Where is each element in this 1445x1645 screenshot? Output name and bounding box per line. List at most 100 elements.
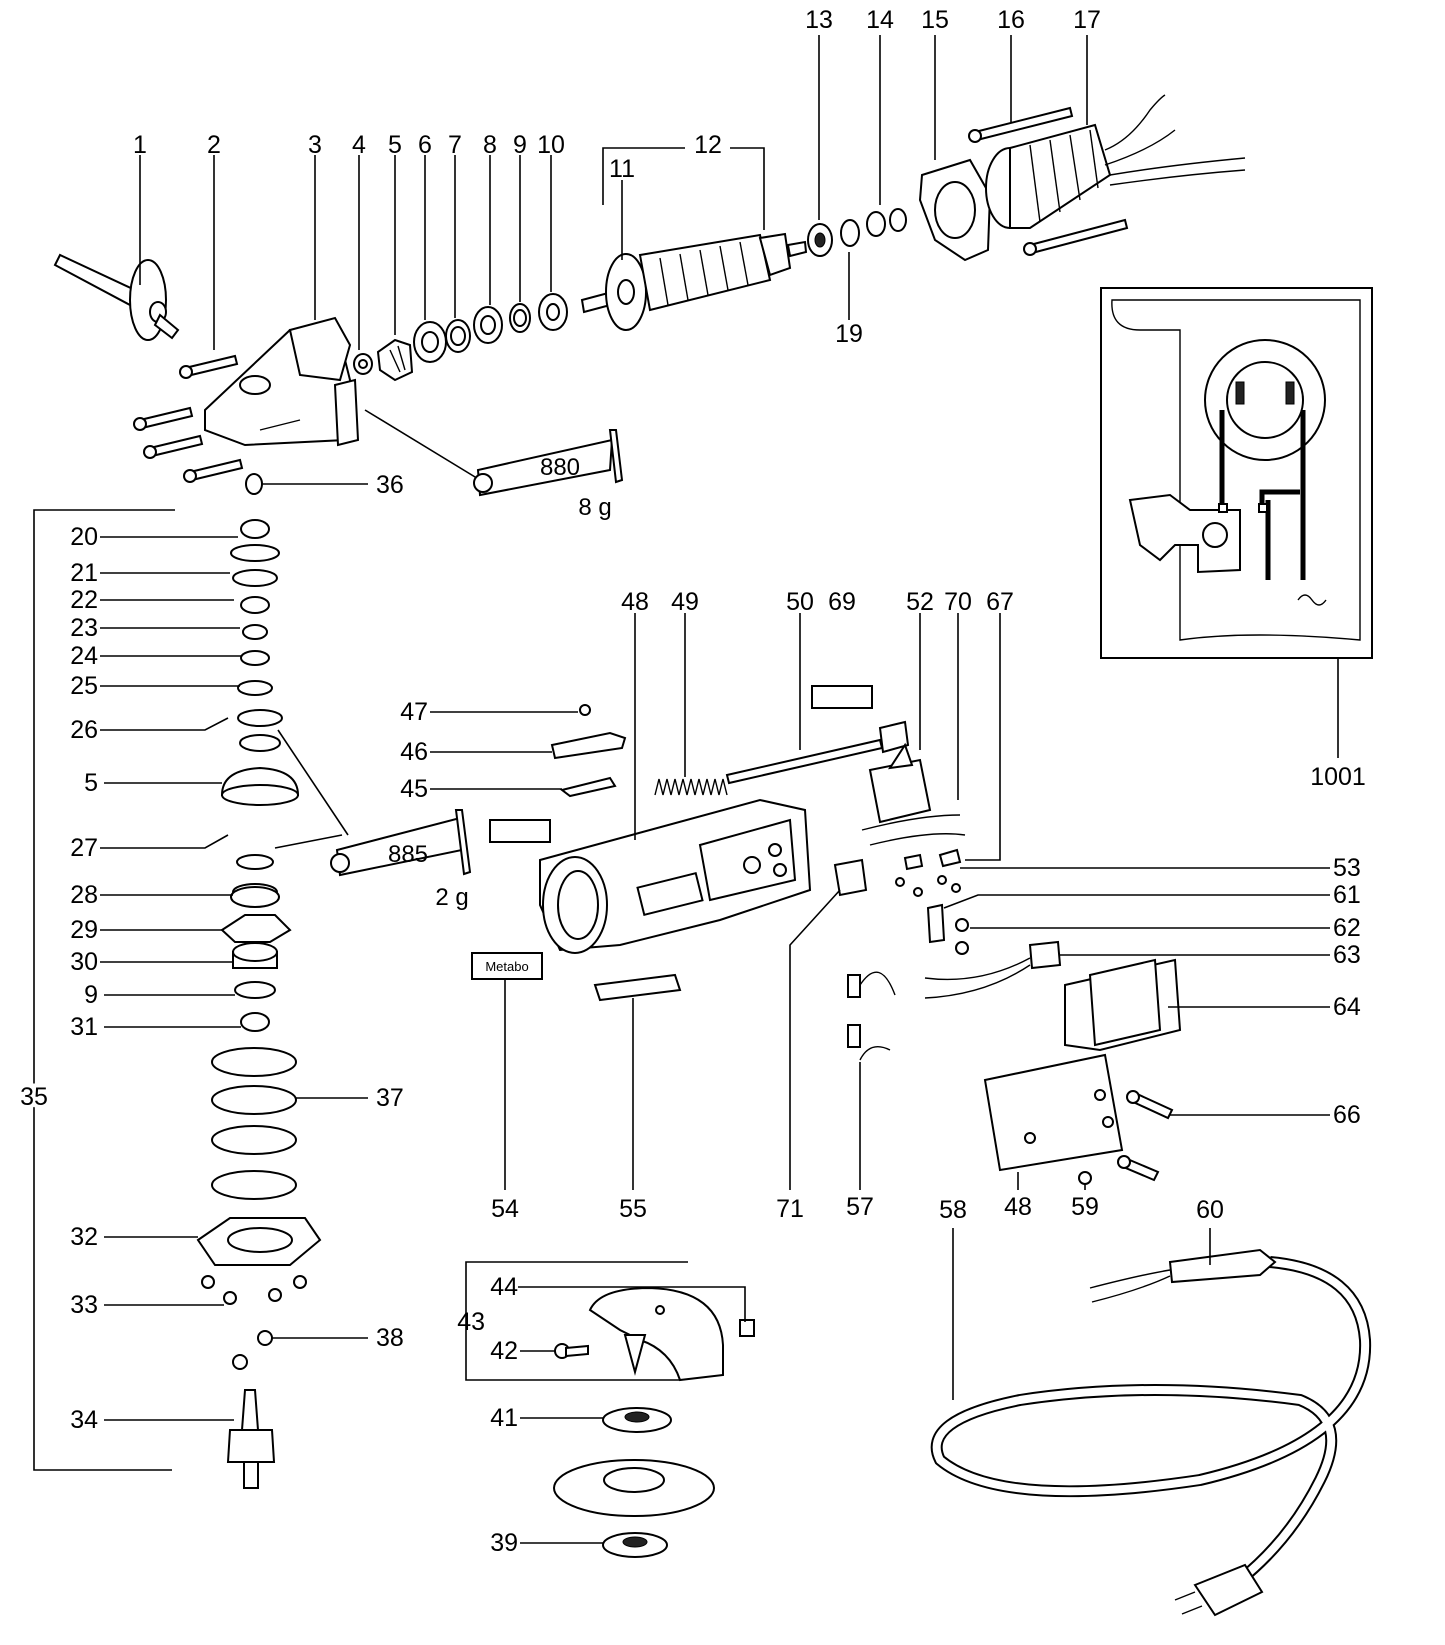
label-22: 22 — [70, 586, 98, 614]
label-63: 63 — [1333, 941, 1361, 969]
label-54: 54 — [491, 1195, 519, 1223]
side-handle-part — [53, 253, 180, 341]
spacer-part — [245, 473, 263, 495]
label-71: 71 — [776, 1195, 804, 1223]
label-36: 36 — [376, 471, 404, 499]
label-52: 52 — [906, 588, 934, 616]
label-43: 43 — [457, 1308, 485, 1336]
label-58: 58 — [939, 1196, 967, 1224]
label-12: 12 — [694, 131, 722, 159]
label-49: 49 — [671, 588, 699, 616]
connector-part — [833, 858, 868, 897]
label-10: 10 — [537, 131, 565, 159]
brush-pair-part — [847, 971, 896, 1061]
label-44: 44 — [490, 1273, 518, 1301]
bevel-gear-part — [376, 338, 414, 382]
armature-part — [580, 232, 808, 331]
tube-880-amount: 8 g — [578, 494, 611, 521]
switch-part — [861, 742, 966, 846]
bearings-washers-part — [413, 293, 568, 363]
gear-housing-part — [204, 316, 360, 447]
label-69: 69 — [828, 588, 856, 616]
label-32: 32 — [70, 1223, 98, 1251]
grease-tube-880: 880 8 g — [473, 429, 624, 521]
label-41: 41 — [490, 1404, 518, 1432]
label-27: 27 — [70, 834, 98, 862]
label-26: 26 — [70, 716, 98, 744]
label-70: 70 — [944, 588, 972, 616]
power-cord-part — [930, 1248, 1372, 1617]
field-stator-part — [968, 94, 1246, 256]
screws-part — [133, 354, 244, 483]
label-57: 57 — [846, 1193, 874, 1221]
label-23: 23 — [70, 614, 98, 642]
label-13: 13 — [805, 6, 833, 34]
label-33: 33 — [70, 1291, 98, 1319]
flange-part — [602, 1407, 672, 1433]
label-34: 34 — [70, 1406, 98, 1434]
label-55: 55 — [619, 1195, 647, 1223]
label-66: 66 — [1333, 1101, 1361, 1129]
label-39: 39 — [490, 1529, 518, 1557]
handle-cover-part — [983, 1053, 1124, 1172]
nut-part — [353, 353, 373, 375]
label-38: 38 — [376, 1324, 404, 1352]
label-14: 14 — [866, 6, 894, 34]
label-8: 8 — [483, 131, 497, 159]
label-28: 28 — [70, 881, 98, 909]
label-45: 45 — [400, 775, 428, 803]
label-47: 47 — [400, 698, 428, 726]
label-19: 19 — [835, 320, 863, 348]
tube-885-code: 885 — [388, 841, 428, 868]
terminals-part — [895, 848, 969, 955]
label-59: 59 — [1071, 1193, 1099, 1221]
label-25: 25 — [70, 672, 98, 700]
label-9-top: 9 — [513, 131, 527, 159]
label-5-top: 5 — [388, 131, 402, 159]
label-46: 46 — [400, 738, 428, 766]
label-2: 2 — [207, 131, 221, 159]
label-16: 16 — [997, 6, 1025, 34]
wiring-diagram-box — [1100, 287, 1373, 659]
label-11: 11 — [609, 155, 635, 183]
label-64: 64 — [1333, 993, 1361, 1021]
wheel-guard-part — [588, 1286, 724, 1382]
label-plate-part — [593, 973, 682, 1002]
label-62: 62 — [1333, 914, 1361, 942]
spindle-stack-part — [196, 519, 322, 1489]
rear-bearing-part — [807, 208, 907, 257]
carbon-brush-part — [924, 940, 1062, 999]
spring-part — [654, 778, 728, 796]
brush-holder-ring-part — [918, 158, 992, 262]
label-4: 4 — [352, 131, 366, 159]
label-29: 29 — [70, 916, 98, 944]
grease-tube-885: 885 2 g — [330, 809, 472, 911]
nameplate-brand: Metabo — [485, 959, 528, 974]
clamp-nut-part — [602, 1532, 668, 1558]
label-5-left: 5 — [84, 769, 98, 797]
label-48-top: 48 — [621, 588, 649, 616]
label-50: 50 — [786, 588, 814, 616]
label-35: 35 — [20, 1083, 48, 1111]
nameplate-part: Metabo — [471, 952, 543, 980]
label-17: 17 — [1073, 6, 1101, 34]
label-42: 42 — [490, 1337, 518, 1365]
label-3: 3 — [308, 131, 322, 159]
label-21: 21 — [70, 559, 98, 587]
label-1: 1 — [133, 131, 147, 159]
brush-cover-part — [1064, 958, 1182, 1052]
label-6: 6 — [418, 131, 432, 159]
label-7: 7 — [448, 131, 462, 159]
label-1001: 1001 — [1310, 763, 1366, 791]
label-9-left: 9 — [84, 981, 98, 1009]
motor-housing-part — [539, 798, 812, 954]
label-61: 61 — [1333, 881, 1361, 909]
label-30: 30 — [70, 948, 98, 976]
label-53: 53 — [1333, 854, 1361, 882]
tube-885-amount: 2 g — [435, 884, 468, 911]
label-24: 24 — [70, 642, 98, 670]
label-60: 60 — [1196, 1196, 1224, 1224]
label-15: 15 — [921, 6, 949, 34]
tube-880-code: 880 — [540, 454, 580, 481]
